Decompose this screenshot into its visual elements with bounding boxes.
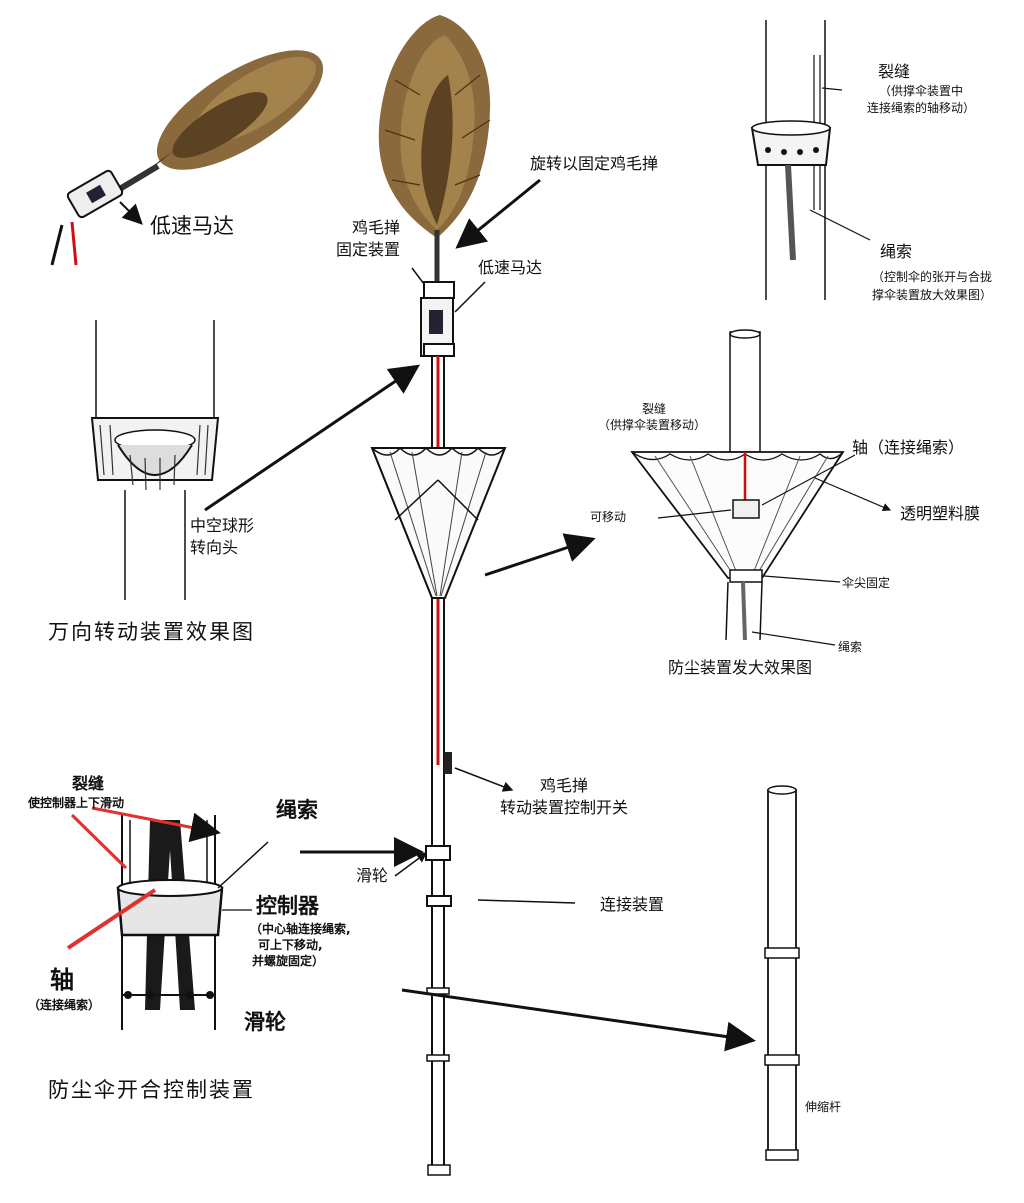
label-transparent-film: 透明塑料膜 bbox=[900, 504, 981, 523]
label-controller-note-1: （中心轴连接绳索, bbox=[250, 922, 351, 936]
telescopic-joint-2 bbox=[764, 1054, 800, 1066]
dust-cover-detail-illustration bbox=[630, 329, 892, 646]
label-slit-umbrella: 裂缝 bbox=[642, 402, 667, 416]
movable-hub bbox=[732, 499, 760, 519]
pulley-pointer bbox=[394, 852, 428, 877]
duster-fix-device bbox=[423, 281, 455, 299]
red-slit-arrow-right bbox=[91, 806, 221, 843]
label-telescopic: 伸缩杆 bbox=[805, 1100, 842, 1114]
left-duster-illustration bbox=[50, 50, 324, 266]
support-detail-illustration bbox=[750, 20, 871, 300]
umbrella-rope bbox=[741, 581, 747, 641]
pulley-device bbox=[425, 845, 451, 861]
left-duster-feathers bbox=[150, 50, 324, 170]
support-rope bbox=[785, 164, 796, 261]
label-controller-note-3: 并螺旋固定） bbox=[252, 954, 325, 968]
label-movable: 可移动 bbox=[590, 510, 627, 524]
universal-joint-collar bbox=[423, 343, 455, 357]
tip-fixed-ring bbox=[729, 569, 763, 583]
main-umbrella bbox=[370, 446, 507, 599]
label-switch-2: 转动装置控制开关 bbox=[500, 798, 629, 817]
motor-pointer bbox=[454, 281, 486, 313]
left-motor-pointer bbox=[119, 201, 143, 225]
label-rotate-to-fix: 旋转以固定鸡毛掸 bbox=[530, 154, 659, 173]
connector-device bbox=[426, 895, 452, 907]
main-motor-core bbox=[429, 310, 443, 334]
telescopic-joint-1 bbox=[764, 947, 800, 959]
label-low-speed-motor-left: 低速马达 bbox=[150, 214, 234, 238]
label-switch-1: 鸡毛掸 bbox=[540, 776, 589, 795]
left-motor-core bbox=[86, 184, 106, 204]
left-red-wire bbox=[70, 221, 78, 266]
label-connector: 连接装置 bbox=[600, 895, 665, 914]
label-slit-ctrl: 裂缝 bbox=[72, 774, 105, 793]
label-pulley-center: 滑轮 bbox=[356, 866, 389, 885]
controller-rope bbox=[145, 820, 195, 1010]
label-rope-umbrella: 绳索 bbox=[838, 640, 863, 654]
controller-detail-illustration bbox=[66, 806, 269, 1030]
label-axis-rope: 轴（连接绳索） bbox=[852, 438, 965, 457]
to-telescopic-arrow bbox=[401, 988, 756, 1052]
label-controller: 控制器 bbox=[256, 894, 319, 918]
label-rope-ctrl: 绳索 bbox=[276, 798, 318, 822]
label-slit-ctrl-note: 使控制器上下滑动 bbox=[28, 796, 125, 810]
main-duster-feathers bbox=[378, 15, 491, 238]
universal-joint-illustration bbox=[90, 320, 420, 600]
pole-end-cap bbox=[427, 1164, 451, 1176]
label-controller-note-2: 可上下移动, bbox=[258, 938, 323, 952]
label-pulley-ctrl: 滑轮 bbox=[244, 1010, 286, 1034]
joint-ball bbox=[117, 444, 193, 476]
label-rope-top-note-1: （控制伞的张开与合拢 bbox=[871, 270, 992, 284]
telescopic-end-cap bbox=[765, 1149, 799, 1161]
main-pole-illustration bbox=[370, 15, 507, 1176]
umbrella-to-detail-arrow bbox=[484, 533, 596, 577]
connector-pointer bbox=[477, 899, 576, 904]
label-rope-top-note-2: 撑伞装置放大效果图） bbox=[871, 288, 992, 302]
label-duster-fix-2: 固定装置 bbox=[336, 240, 401, 259]
label-duster-fix-1: 鸡毛掸 bbox=[352, 218, 401, 237]
label-tip-fixed: 伞尖固定 bbox=[842, 576, 891, 590]
label-slit-top-note-1: （供撑伞装置中 bbox=[878, 84, 963, 98]
label-rope-top: 绳索 bbox=[880, 242, 913, 261]
label-low-speed-motor-center: 低速马达 bbox=[478, 258, 543, 277]
label-slit-top-note-2: 连接绳索的轴移动） bbox=[866, 101, 975, 115]
duster-fix-pointer bbox=[411, 267, 425, 285]
rotate-to-fix-arrow bbox=[455, 178, 541, 249]
joint-to-pole-arrow bbox=[204, 364, 420, 512]
label-hollow-ball-2: 转向头 bbox=[190, 538, 239, 557]
red-axis-arrow bbox=[66, 888, 157, 950]
left-duster-handle bbox=[116, 163, 160, 193]
label-ctrl-title: 防尘伞开合控制装置 bbox=[48, 1078, 255, 1102]
telescopic-pole-body bbox=[767, 789, 797, 1159]
red-slit-arrow-left bbox=[70, 813, 128, 870]
label-slit-top: 裂缝 bbox=[878, 62, 911, 81]
label-dust-title: 防尘装置发大效果图 bbox=[668, 658, 813, 677]
left-pole-stub bbox=[50, 224, 64, 266]
rotation-switch bbox=[444, 752, 452, 774]
label-axis-ctrl: 轴 bbox=[50, 966, 74, 994]
switch-pointer bbox=[454, 767, 514, 792]
telescopic-pole-illustration bbox=[764, 785, 800, 1161]
label-slit-umbrella-note: （供撑伞装置移动） bbox=[598, 418, 707, 432]
label-axis-ctrl-note: （连接绳索） bbox=[28, 998, 101, 1012]
label-hollow-ball-1: 中空球形 bbox=[190, 516, 255, 535]
label-universal-title: 万向转动装置效果图 bbox=[48, 620, 255, 644]
